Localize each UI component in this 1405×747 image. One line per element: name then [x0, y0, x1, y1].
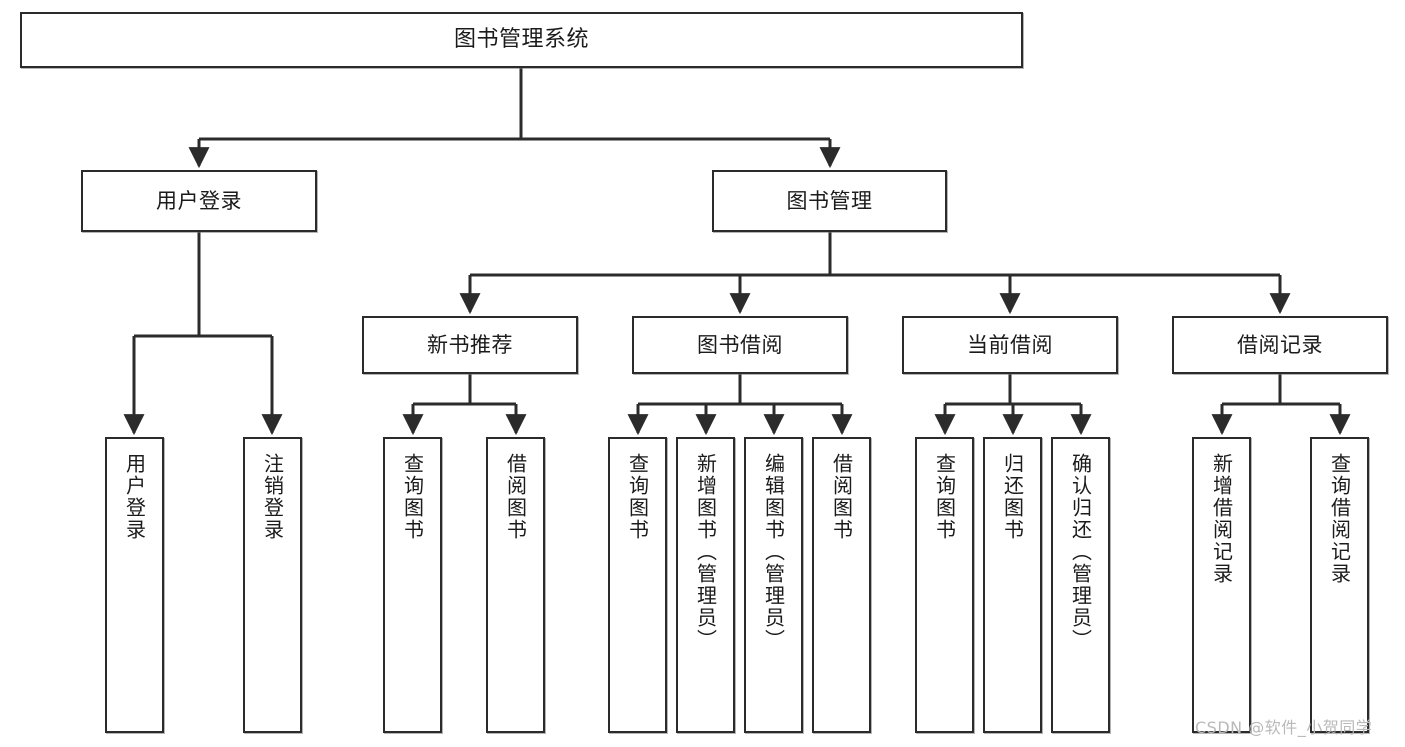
- node-root-label: 图书管理系统: [453, 27, 589, 53]
- leaf-record-query[interactable]: 查询借阅记录: [1310, 437, 1369, 733]
- node-current-borrow[interactable]: 当前借阅: [902, 316, 1118, 374]
- leaf-current-return-book[interactable]: 归还图书: [983, 437, 1042, 733]
- csdn-watermark: CSDN @软件_小贺同学: [1195, 718, 1373, 737]
- leaf-borrow-edit-book-label: 编辑图书（管理员）: [761, 453, 786, 651]
- leaf-user-logout-label: 注销登录: [260, 453, 285, 541]
- node-book-manage[interactable]: 图书管理: [712, 170, 947, 232]
- leaf-user-login[interactable]: 用户登录: [105, 437, 164, 733]
- node-current-borrow-label: 当前借阅: [967, 332, 1053, 357]
- leaf-record-query-label: 查询借阅记录: [1327, 453, 1352, 585]
- leaf-rec-query-book[interactable]: 查询图书: [383, 437, 442, 733]
- leaf-rec-borrow-book[interactable]: 借阅图书: [486, 437, 545, 733]
- leaf-record-add[interactable]: 新增借阅记录: [1192, 437, 1251, 733]
- leaf-borrow-query-book[interactable]: 查询图书: [608, 437, 667, 733]
- node-root[interactable]: 图书管理系统: [20, 12, 1023, 68]
- node-new-book-recommend[interactable]: 新书推荐: [362, 316, 578, 374]
- leaf-borrow-add-book-label: 新增图书（管理员）: [693, 453, 718, 651]
- leaf-current-query-book-label: 查询图书: [932, 453, 957, 541]
- leaf-rec-query-book-label: 查询图书: [400, 453, 425, 541]
- leaf-borrow-query-book-label: 查询图书: [625, 453, 650, 541]
- leaf-user-login-label: 用户登录: [122, 453, 147, 541]
- leaf-rec-borrow-book-label: 借阅图书: [503, 453, 528, 541]
- node-book-borrow[interactable]: 图书借阅: [632, 316, 848, 374]
- leaf-borrow-add-book[interactable]: 新增图书（管理员）: [676, 437, 735, 733]
- leaf-current-confirm-return-label: 确认归还（管理员）: [1068, 453, 1093, 651]
- leaf-user-logout[interactable]: 注销登录: [243, 437, 302, 733]
- node-borrow-record-label: 借阅记录: [1237, 332, 1323, 357]
- leaf-current-query-book[interactable]: 查询图书: [915, 437, 974, 733]
- node-user-login-label: 用户登录: [156, 188, 242, 213]
- leaf-record-add-label: 新增借阅记录: [1209, 453, 1234, 585]
- leaf-current-return-book-label: 归还图书: [1000, 453, 1025, 541]
- leaf-borrow-edit-book[interactable]: 编辑图书（管理员）: [744, 437, 803, 733]
- node-user-login[interactable]: 用户登录: [81, 170, 317, 232]
- node-new-book-recommend-label: 新书推荐: [427, 332, 513, 357]
- node-book-borrow-label: 图书借阅: [697, 332, 783, 357]
- node-borrow-record[interactable]: 借阅记录: [1172, 316, 1388, 374]
- leaf-borrow-borrow-book[interactable]: 借阅图书: [812, 437, 871, 733]
- node-book-manage-label: 图书管理: [786, 188, 873, 213]
- leaf-current-confirm-return[interactable]: 确认归还（管理员）: [1051, 437, 1110, 733]
- leaf-borrow-borrow-book-label: 借阅图书: [829, 453, 854, 541]
